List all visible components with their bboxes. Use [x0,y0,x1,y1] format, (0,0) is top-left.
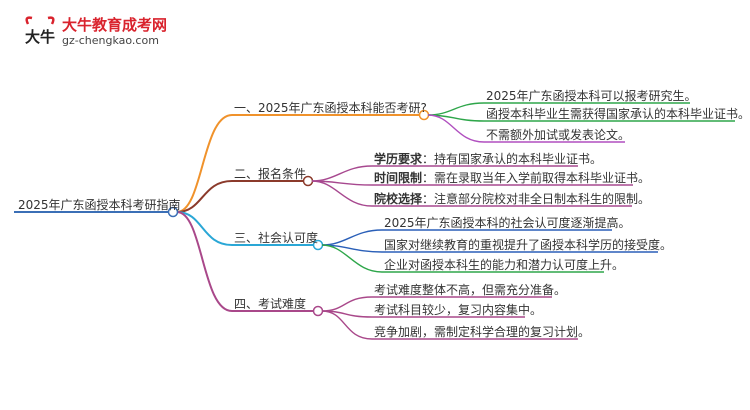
root-node [167,206,179,218]
root-text: 2025年广东函授本科考研指南 [18,198,181,212]
leaf-text: 考试科目较少，复习内容集中。 [374,303,543,317]
leaf-text: ：持有国家承认的本科毕业证书。 [422,152,603,166]
leaf-text: 不需额外加试或发表论文。 [486,128,631,142]
branch-3[interactable]: 三、社会认可度 [234,231,318,245]
brand-name: 大牛教育成考网 [62,16,168,34]
branch-4[interactable]: 四、考试难度 [234,297,306,311]
leaf-connector-1-3 [427,114,485,143]
leaf-connector-2-3 [311,180,373,207]
branch-connector-2 [176,180,233,213]
leaf-text: 2025年广东函授本科可以报考研究生。 [486,89,697,103]
bull-logo-icon: 大牛 [25,16,55,46]
leaf-text: 竞争加剧，需制定科学合理的复习计划。 [374,325,591,339]
leaf-2-3[interactable]: 院校选择：注意部分院校对非全日制本科生的限制。 [374,192,650,206]
branch-text: 二、报名条件 [234,167,307,181]
leaf-connector-4-3 [321,310,373,340]
leaf-3-2[interactable]: 国家对继续教育的重视提升了函授本科学历的接受度。 [384,238,672,252]
leaf-3-1[interactable]: 2025年广东函授本科的社会认可度逐渐提高。 [384,216,631,230]
leaf-text: 2025年广东函授本科的社会认可度逐渐提高。 [384,216,631,230]
leaf-connector-2-1 [311,165,373,182]
leaf-text: 企业对函授本科生的能力和潜力认可度上升。 [384,258,625,272]
leaf-text: 考试难度整体不高，但需充分准备。 [374,283,567,297]
leaf-label: 学历要求 [374,152,423,166]
brand-url: gz-chengkao.com [62,34,159,47]
leaf-1-1[interactable]: 2025年广东函授本科可以报考研究生。 [486,89,697,103]
leaf-connector-3-1 [321,229,383,246]
branch-connector-3 [176,211,233,246]
branch-text: 三、社会认可度 [234,231,319,245]
branch-text: 一、2025年广东函授本科能否考研? [234,101,427,115]
leaf-text: 国家对继续教育的重视提升了函授本科学历的接受度。 [384,238,673,252]
leaf-text: ：注意部分院校对非全日制本科生的限制。 [422,192,651,206]
leaf-text: 函授本科毕业生需获得国家承认的本科毕业证书。 [486,107,750,121]
root-topic[interactable]: 2025年广东函授本科考研指南 [18,198,181,212]
leaf-label: 院校选择 [374,192,423,206]
branch-1[interactable]: 一、2025年广东函授本科能否考研? [234,101,427,115]
branch-node-4 [312,305,324,317]
leaf-2-1[interactable]: 学历要求：持有国家承认的本科毕业证书。 [374,152,602,166]
leaf-connector-1-1 [427,102,485,116]
leaf-1-2[interactable]: 函授本科毕业生需获得国家承认的本科毕业证书。 [486,107,750,121]
leaf-text: ：需在录取当年入学前取得本科毕业证书。 [422,171,651,185]
leaf-label: 时间限制 [374,171,423,185]
leaf-4-1[interactable]: 考试难度整体不高，但需充分准备。 [374,283,566,297]
leaf-1-3[interactable]: 不需额外加试或发表论文。 [486,128,630,142]
site-logo[interactable]: 大牛 大牛教育成考网 gz-chengkao.com [20,12,170,52]
leaf-2-2[interactable]: 时间限制：需在录取当年入学前取得本科毕业证书。 [374,171,650,185]
leaf-connector-4-1 [321,296,373,312]
logo-mark-text: 大牛 [25,28,55,46]
leaf-4-3[interactable]: 竞争加剧，需制定科学合理的复习计划。 [374,325,590,339]
leaf-3-3[interactable]: 企业对函授本科生的能力和潜力认可度上升。 [384,258,624,272]
branch-2[interactable]: 二、报名条件 [234,167,306,181]
branch-connector-4 [176,211,233,312]
leaf-4-2[interactable]: 考试科目较少，复习内容集中。 [374,303,542,317]
branch-connector-1 [176,114,233,213]
branch-text: 四、考试难度 [234,297,307,311]
leaf-connector-3-3 [321,244,383,273]
